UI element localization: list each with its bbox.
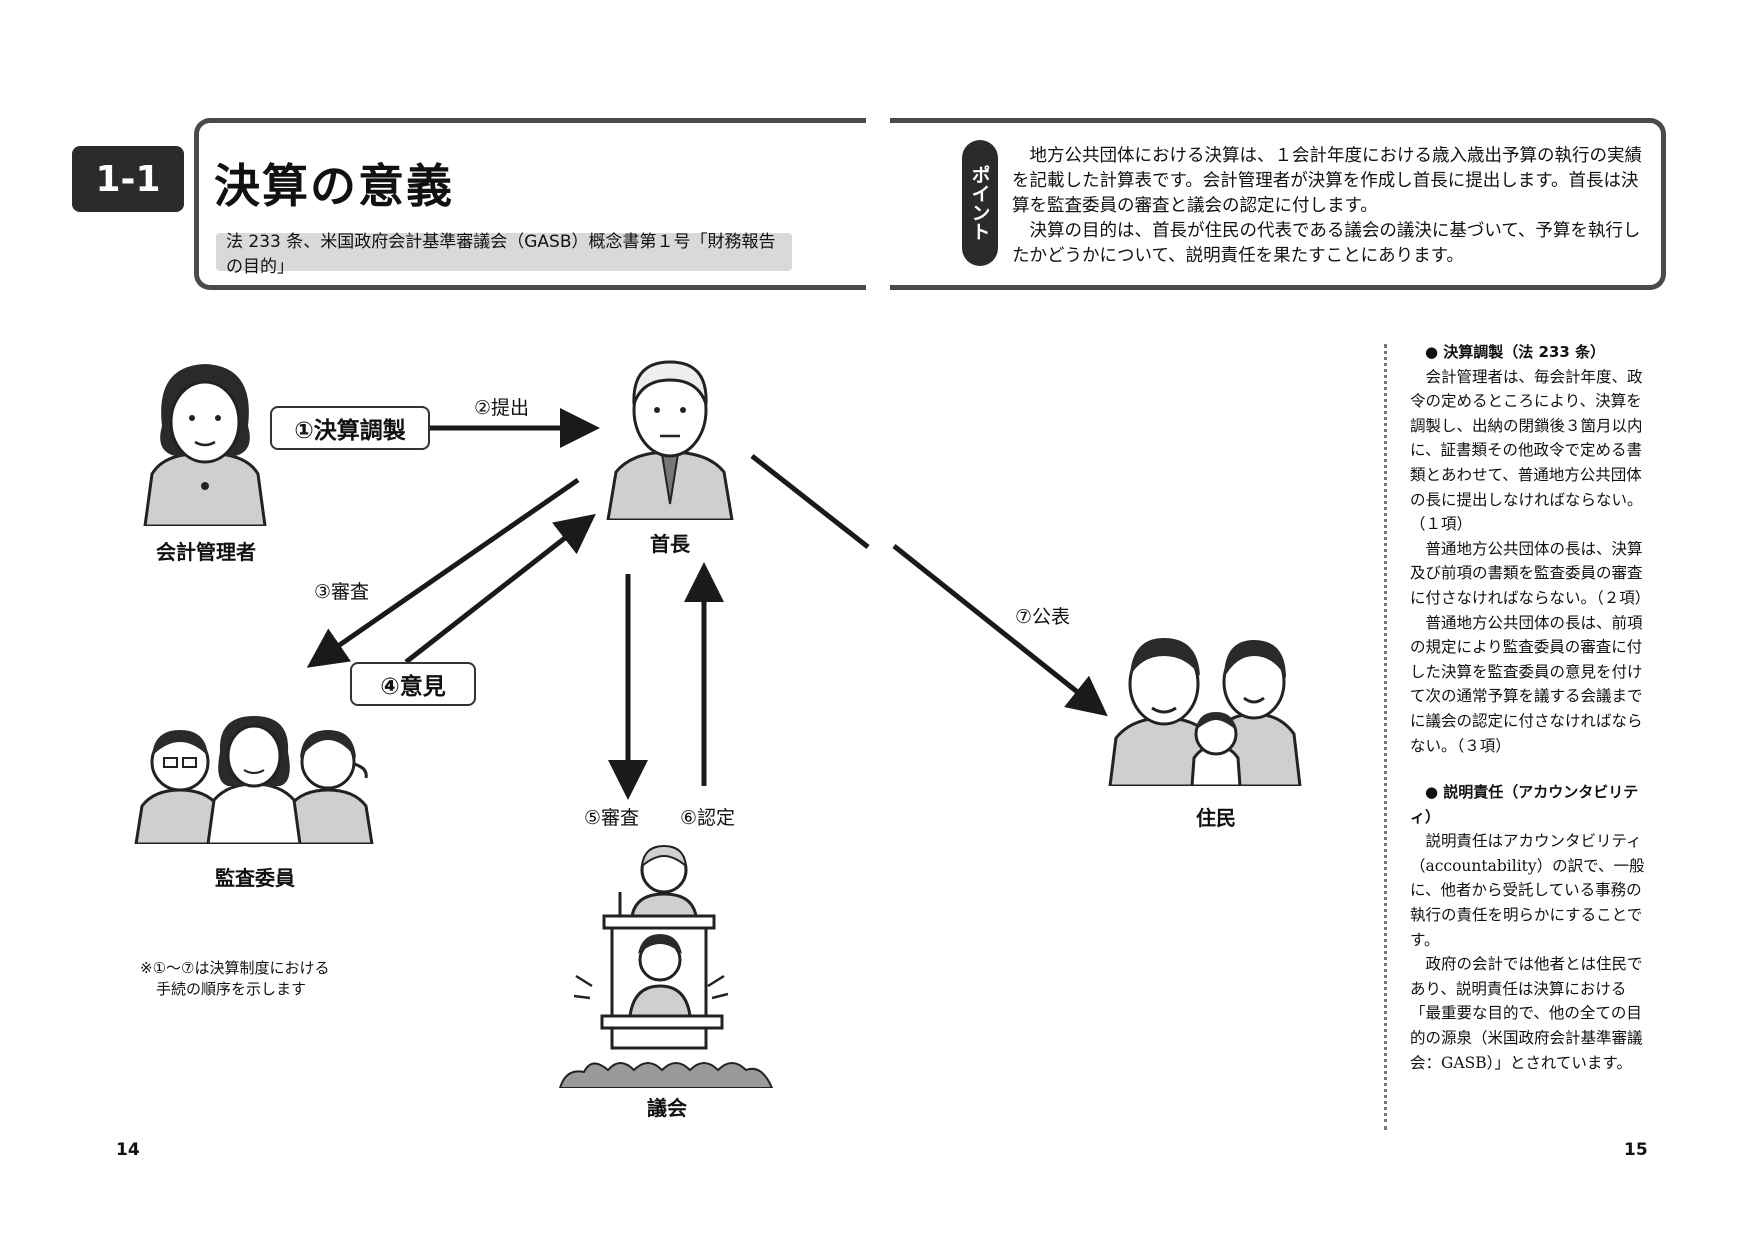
step-audit-label: ③審査	[314, 581, 370, 603]
arrow-publish-a	[750, 454, 870, 549]
point-summary: 地方公共団体における決算は、１会計年度における歳入歳出予算の執行の実績を記載した…	[1012, 144, 1650, 269]
accountant-label: 会計管理者	[156, 540, 256, 564]
section-number-badge: 1-1	[72, 146, 184, 212]
sidebar-heading: ● 決算調製（法 233 条）	[1425, 343, 1606, 361]
arrow-audit	[306, 477, 580, 668]
title-frame	[194, 118, 866, 290]
legal-reference: 法 233 条、米国政府会計基準審議会（GASB）概念書第１号「財務報告の目的」	[216, 232, 792, 277]
step-approval-label: ⑥認定	[680, 807, 736, 829]
residents-label: 住民	[1196, 806, 1236, 830]
note-line: 手続の順序を示します	[156, 980, 307, 998]
sidebar-paragraph: 会計管理者は、毎会計年度、政令の定めるところにより、決算を調製し、出納の閉鎖後３…	[1410, 367, 1643, 534]
arrow-opinion	[404, 513, 596, 664]
step-publish-label: ⑦公表	[1015, 606, 1071, 628]
residents-illustration	[1108, 638, 1302, 786]
step-assembly-audit-label: ⑤審査	[584, 807, 640, 829]
page-number-right: 15	[1624, 1140, 1648, 1160]
accountant-illustration	[143, 364, 267, 526]
sidebar-heading: ● 説明責任（アカウンタビリティ）	[1410, 783, 1639, 826]
point-frame	[890, 118, 1666, 290]
note-line: ※①～⑦は決算制度における	[140, 959, 330, 977]
assembly-illustration	[558, 844, 774, 1088]
sidebar-paragraph: 政府の会計では他者とは住民であり、説明責任は決算における「最重要な目的で、他の全…	[1410, 955, 1643, 1072]
diagram-note: ※①～⑦は決算制度における 手続の順序を示します	[140, 958, 329, 1000]
point-paragraph: 決算の目的は、首長が住民の代表である議会の議決に基づいて、予算を執行したかどうか…	[1012, 221, 1641, 266]
sidebar-paragraph: 普通地方公共団体の長は、前項の規定により監査委員の審査に付した決算を監査委員の意…	[1410, 613, 1643, 755]
auditors-label: 監査委員	[215, 866, 295, 890]
head-label: 首長	[650, 532, 690, 556]
sidebar-paragraph: 説明責任はアカウンタビリティ（accountability）の訳で、一般に、他者…	[1410, 832, 1645, 949]
step-settlement-box: ①決算調製	[270, 406, 430, 450]
step-submit-label: ②提出	[474, 397, 530, 419]
point-label: ポイント	[962, 140, 998, 266]
page-number-left: 14	[116, 1140, 140, 1160]
head-illustration	[606, 360, 734, 520]
auditors-illustration	[134, 716, 374, 844]
sidebar-notes: ● 決算調製（法 233 条） 会計管理者は、毎会計年度、政令の定めるところによ…	[1410, 340, 1650, 1075]
page-title: 決算の意義	[214, 159, 454, 213]
sidebar-paragraph: 普通地方公共団体の長は、決算及び前項の書類を監査委員の審査に付さなければならない…	[1410, 539, 1651, 607]
assembly-label: 議会	[647, 1096, 687, 1120]
sidebar-divider	[1384, 344, 1387, 1130]
arrow-publish-b	[892, 544, 1108, 717]
step-opinion-box: ④意見	[350, 662, 476, 706]
point-paragraph: 地方公共団体における決算は、１会計年度における歳入歳出予算の執行の実績を記載した…	[1012, 146, 1642, 216]
